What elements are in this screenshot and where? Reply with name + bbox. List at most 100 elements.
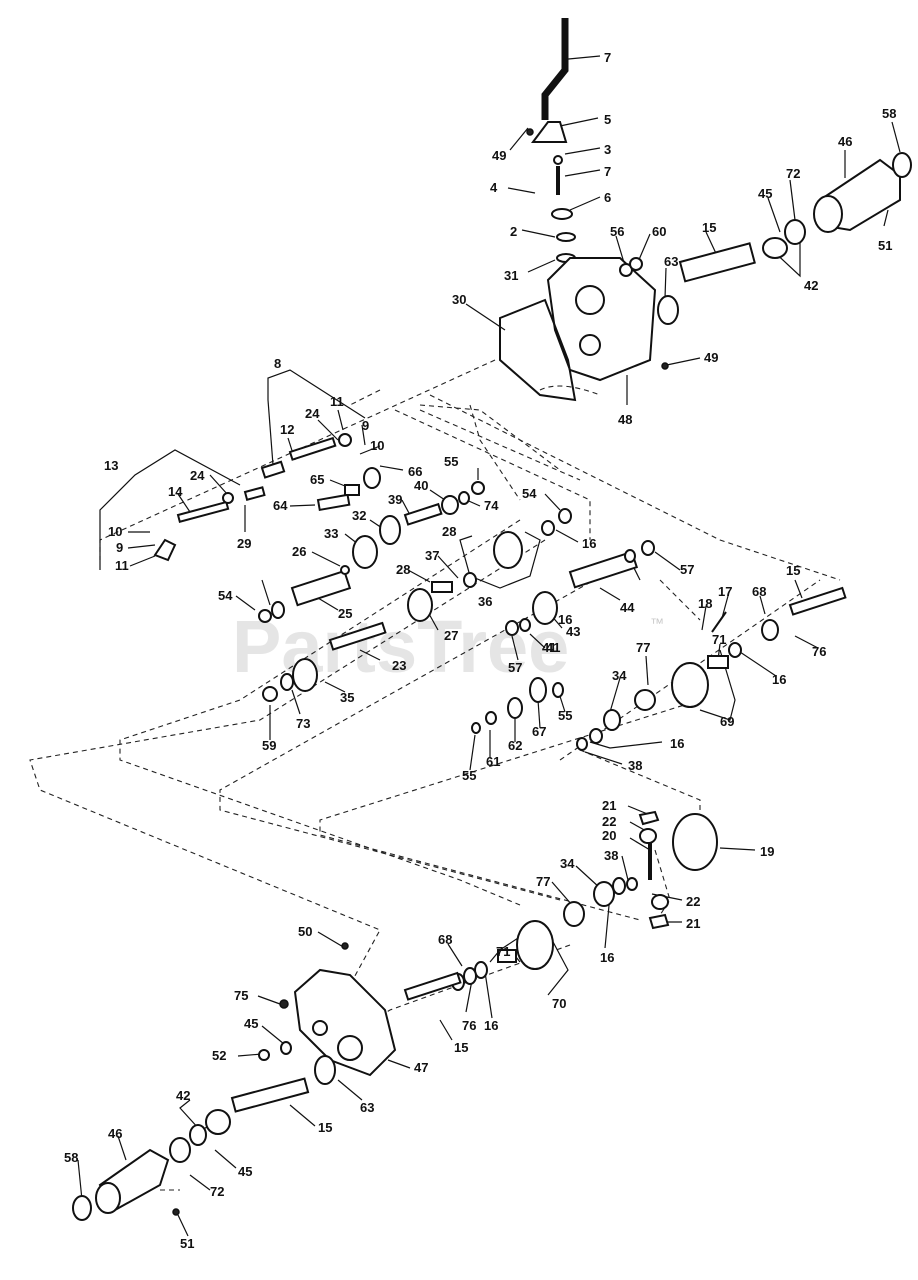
part-label: 40 [414, 478, 428, 493]
pinion-22-bottom [651, 894, 669, 910]
part-label: 16 [600, 950, 614, 965]
bearing-45-bottom [189, 1124, 207, 1146]
part-label: 41 [542, 640, 556, 655]
washer-16-d [589, 728, 603, 744]
shaft-25 [290, 569, 352, 607]
seal-60 [629, 257, 643, 271]
block-21-bottom [648, 913, 670, 930]
part-label: 22 [686, 894, 700, 909]
axle-15-bottom [230, 1077, 310, 1113]
washer-38 [576, 737, 588, 751]
part-label: 45 [758, 186, 772, 201]
housing-flange-bottom [95, 1182, 121, 1214]
part-label: 62 [508, 738, 522, 753]
washer-77-bottom [563, 901, 585, 927]
part-label: 15 [702, 220, 716, 235]
case-half-bottom [293, 968, 397, 1077]
part-label: 34 [612, 668, 627, 683]
watermark-tm: ™ [650, 615, 664, 631]
part-label: 30 [452, 292, 466, 307]
part-label: 45 [238, 1164, 252, 1179]
gear-35 [292, 658, 318, 692]
washer-55-c [471, 722, 481, 734]
bushing-54-left [258, 609, 272, 623]
part-label: 9 [362, 418, 369, 433]
pinion-34-top [603, 709, 621, 731]
bushing-28-a [431, 581, 453, 593]
spring-66 [363, 467, 381, 489]
part-label: 28 [442, 524, 456, 539]
seal-58-bottom [72, 1195, 92, 1221]
part-label: 58 [882, 106, 896, 121]
part-label: 71 [712, 632, 726, 647]
part-label: 27 [444, 628, 458, 643]
fitting-52 [258, 1049, 270, 1061]
part-label: 37 [425, 548, 439, 563]
part-label: 45 [244, 1016, 258, 1031]
part-label: 48 [618, 412, 632, 427]
washer-16-e [612, 877, 626, 895]
part-label: 73 [296, 716, 310, 731]
part-label: 46 [838, 134, 852, 149]
part-label: 77 [536, 874, 550, 889]
shift-rod-14 [176, 500, 230, 523]
part-label: 68 [438, 932, 452, 947]
part-label: 9 [116, 540, 123, 555]
washer-74 [458, 491, 470, 505]
bushing-55-b [552, 682, 564, 698]
part-label: 23 [392, 658, 406, 673]
shaft-23 [328, 621, 387, 651]
ball-24-b [222, 492, 234, 504]
part-label: 49 [704, 350, 718, 365]
part-label: 63 [360, 1100, 374, 1115]
gear-33 [352, 535, 378, 569]
gear-40 [441, 495, 459, 515]
seal-58-top [892, 152, 912, 178]
part-label: 13 [104, 458, 118, 473]
hub-69 [671, 662, 709, 708]
spacer-71 [707, 655, 729, 669]
part-label: 10 [108, 524, 122, 539]
gear-shaft-39 [403, 502, 443, 526]
part-label: 2 [510, 224, 517, 239]
ring-gear-19 [672, 813, 718, 871]
axle-15-top [678, 242, 756, 283]
part-label: 63 [664, 254, 678, 269]
part-label: 32 [352, 508, 366, 523]
part-label: 65 [310, 472, 324, 487]
washer-16-a [541, 520, 555, 536]
bushing-57-a [641, 540, 655, 556]
gasket [499, 298, 577, 402]
screw-51-bottom [172, 1208, 180, 1216]
part-label: 6 [604, 190, 611, 205]
part-label: 76 [812, 644, 826, 659]
washer-73 [280, 673, 294, 691]
part-label: 24 [305, 406, 320, 421]
gear-67 [529, 677, 547, 703]
fork-block [260, 460, 286, 479]
part-label: 55 [462, 768, 476, 783]
part-label: 38 [628, 758, 642, 773]
part-label: 7 [604, 164, 611, 179]
part-label: 54 [522, 486, 537, 501]
part-label: 5 [604, 112, 611, 127]
part-label: 42 [176, 1088, 190, 1103]
part-label: 7 [604, 50, 611, 65]
fork-29 [243, 486, 266, 501]
part-label: 16 [582, 536, 596, 551]
bolt-50 [341, 942, 349, 950]
part-label: 29 [237, 536, 251, 551]
part-label: 26 [292, 544, 306, 559]
part-label: 60 [652, 224, 666, 239]
part-label: 35 [340, 690, 354, 705]
part-label: 24 [190, 468, 205, 483]
part-label: 15 [318, 1120, 332, 1135]
part-label: 31 [504, 268, 518, 283]
part-label: 4 [490, 180, 498, 195]
part-label: 15 [454, 1040, 468, 1055]
ball-24-a [338, 433, 352, 447]
part-label: 22 [602, 814, 616, 829]
part-label: 56 [610, 224, 624, 239]
part-label: 61 [486, 754, 500, 769]
part-label: 64 [273, 498, 288, 513]
